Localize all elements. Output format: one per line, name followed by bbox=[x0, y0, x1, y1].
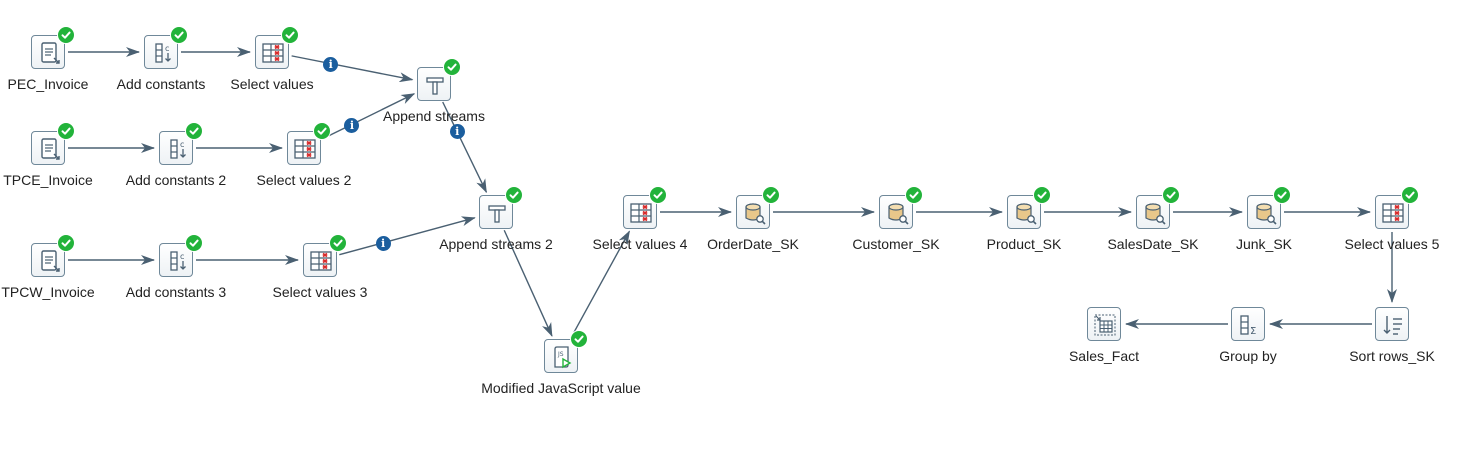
step-product-sk[interactable]: Product_SK bbox=[987, 186, 1061, 252]
svg-text:c: c bbox=[180, 140, 184, 149]
database-lookup-icon[interactable] bbox=[1007, 195, 1041, 229]
step-group-by[interactable]: Σ Group by bbox=[1219, 307, 1277, 364]
success-check-icon bbox=[185, 234, 203, 252]
step-label: TPCW_Invoice bbox=[1, 284, 95, 300]
step-orderdate-sk[interactable]: OrderDate_SK bbox=[707, 186, 799, 252]
step-select-values-4[interactable]: Select values 4 bbox=[593, 186, 687, 252]
step-sort-rows-sk[interactable]: Sort rows_SK bbox=[1349, 307, 1435, 364]
success-check-icon bbox=[905, 186, 923, 204]
step-select-values[interactable]: Select values bbox=[230, 26, 314, 92]
success-check-icon bbox=[57, 234, 75, 252]
step-label: Append streams 2 bbox=[439, 236, 553, 252]
sort-rows-icon[interactable] bbox=[1375, 307, 1409, 341]
step-sales-fact[interactable]: Sales_Fact bbox=[1069, 307, 1139, 364]
step-salesdate-sk[interactable]: SalesDate_SK bbox=[1107, 186, 1199, 252]
step-tpce-invoice[interactable]: TPCE_Invoice bbox=[3, 122, 93, 188]
step-customer-sk[interactable]: Customer_SK bbox=[852, 186, 940, 252]
hop-info-icon[interactable]: i bbox=[449, 123, 465, 139]
add-constants-icon[interactable]: c bbox=[159, 131, 193, 165]
step-append-streams[interactable]: Append streams bbox=[383, 58, 485, 124]
append-streams-icon[interactable] bbox=[417, 67, 451, 101]
success-check-icon bbox=[57, 26, 75, 44]
success-check-icon bbox=[313, 122, 331, 140]
svg-text:Σ: Σ bbox=[1250, 326, 1256, 337]
step-label: Customer_SK bbox=[852, 236, 940, 252]
step-select-values-5[interactable]: Select values 5 bbox=[1345, 186, 1439, 252]
table-output-icon[interactable] bbox=[1087, 307, 1121, 341]
step-select-values-2[interactable]: Select values 2 bbox=[257, 122, 351, 188]
hop-info-icon[interactable]: i bbox=[323, 56, 339, 72]
step-label: Group by bbox=[1219, 348, 1277, 364]
hop-append_streams-to-append_streams_2[interactable] bbox=[442, 101, 488, 194]
step-label: Product_SK bbox=[986, 236, 1062, 252]
success-check-icon bbox=[1401, 186, 1419, 204]
step-label: Junk_SK bbox=[1235, 236, 1293, 252]
step-modified-js[interactable]: JS Modified JavaScript value bbox=[481, 330, 641, 396]
step-label: Select values 3 bbox=[272, 284, 368, 300]
step-label: Modified JavaScript value bbox=[481, 380, 641, 396]
step-label: Add constants 2 bbox=[125, 172, 227, 188]
success-check-icon bbox=[1033, 186, 1051, 204]
add-constants-icon[interactable]: c bbox=[159, 243, 193, 277]
database-lookup-icon[interactable] bbox=[736, 195, 770, 229]
step-pec-invoice[interactable]: PEC_Invoice bbox=[8, 26, 88, 92]
hop-select_values-to-append_streams[interactable] bbox=[291, 55, 414, 83]
success-check-icon bbox=[649, 186, 667, 204]
group-by-icon[interactable]: Σ bbox=[1231, 307, 1265, 341]
step-append-streams-2[interactable]: Append streams 2 bbox=[439, 186, 553, 252]
step-label: Select values 4 bbox=[592, 236, 688, 252]
hop-select_values_3-to-append_streams_2[interactable] bbox=[339, 216, 476, 256]
svg-text:JS: JS bbox=[557, 351, 564, 358]
hop-info-icon[interactable]: i bbox=[344, 117, 360, 133]
success-check-icon bbox=[329, 234, 347, 252]
success-check-icon bbox=[57, 122, 75, 140]
hop-info-icon[interactable]: i bbox=[375, 235, 391, 251]
success-check-icon bbox=[170, 26, 188, 44]
database-lookup-icon[interactable] bbox=[1247, 195, 1281, 229]
step-label: TPCE_Invoice bbox=[3, 172, 93, 188]
success-check-icon bbox=[185, 122, 203, 140]
hop-modified_js-to-select_values_4[interactable] bbox=[570, 230, 631, 339]
success-check-icon bbox=[762, 186, 780, 204]
step-label: Append streams bbox=[383, 108, 485, 124]
step-label: SalesDate_SK bbox=[1107, 236, 1199, 252]
svg-text:c: c bbox=[165, 44, 169, 53]
hop-append_streams_2-to-modified_js[interactable] bbox=[503, 229, 553, 337]
success-check-icon bbox=[1273, 186, 1291, 204]
step-junk-sk[interactable]: Junk_SK bbox=[1236, 186, 1292, 252]
step-label: Sort rows_SK bbox=[1349, 348, 1435, 364]
success-check-icon bbox=[505, 186, 523, 204]
step-label: Select values 2 bbox=[256, 172, 352, 188]
step-tpcw-invoice[interactable]: TPCW_Invoice bbox=[1, 234, 95, 300]
success-check-icon bbox=[443, 58, 461, 76]
select-values-icon[interactable] bbox=[287, 131, 321, 165]
success-check-icon bbox=[281, 26, 299, 44]
step-label: PEC_Invoice bbox=[7, 76, 89, 92]
step-label: Select values bbox=[230, 76, 314, 92]
success-check-icon bbox=[570, 330, 588, 348]
step-label: Add constants 3 bbox=[125, 284, 227, 300]
step-label: Select values 5 bbox=[1344, 236, 1440, 252]
step-label: OrderDate_SK bbox=[707, 236, 799, 252]
success-check-icon bbox=[1162, 186, 1180, 204]
select-values-icon[interactable] bbox=[255, 35, 289, 69]
step-select-values-3[interactable]: Select values 3 bbox=[273, 234, 367, 300]
select-values-icon[interactable] bbox=[303, 243, 337, 277]
step-label: Add constants bbox=[116, 76, 206, 92]
hop-select_values_2-to-append_streams[interactable] bbox=[321, 93, 416, 140]
svg-text:c: c bbox=[180, 252, 184, 261]
step-label: Sales_Fact bbox=[1068, 348, 1140, 364]
